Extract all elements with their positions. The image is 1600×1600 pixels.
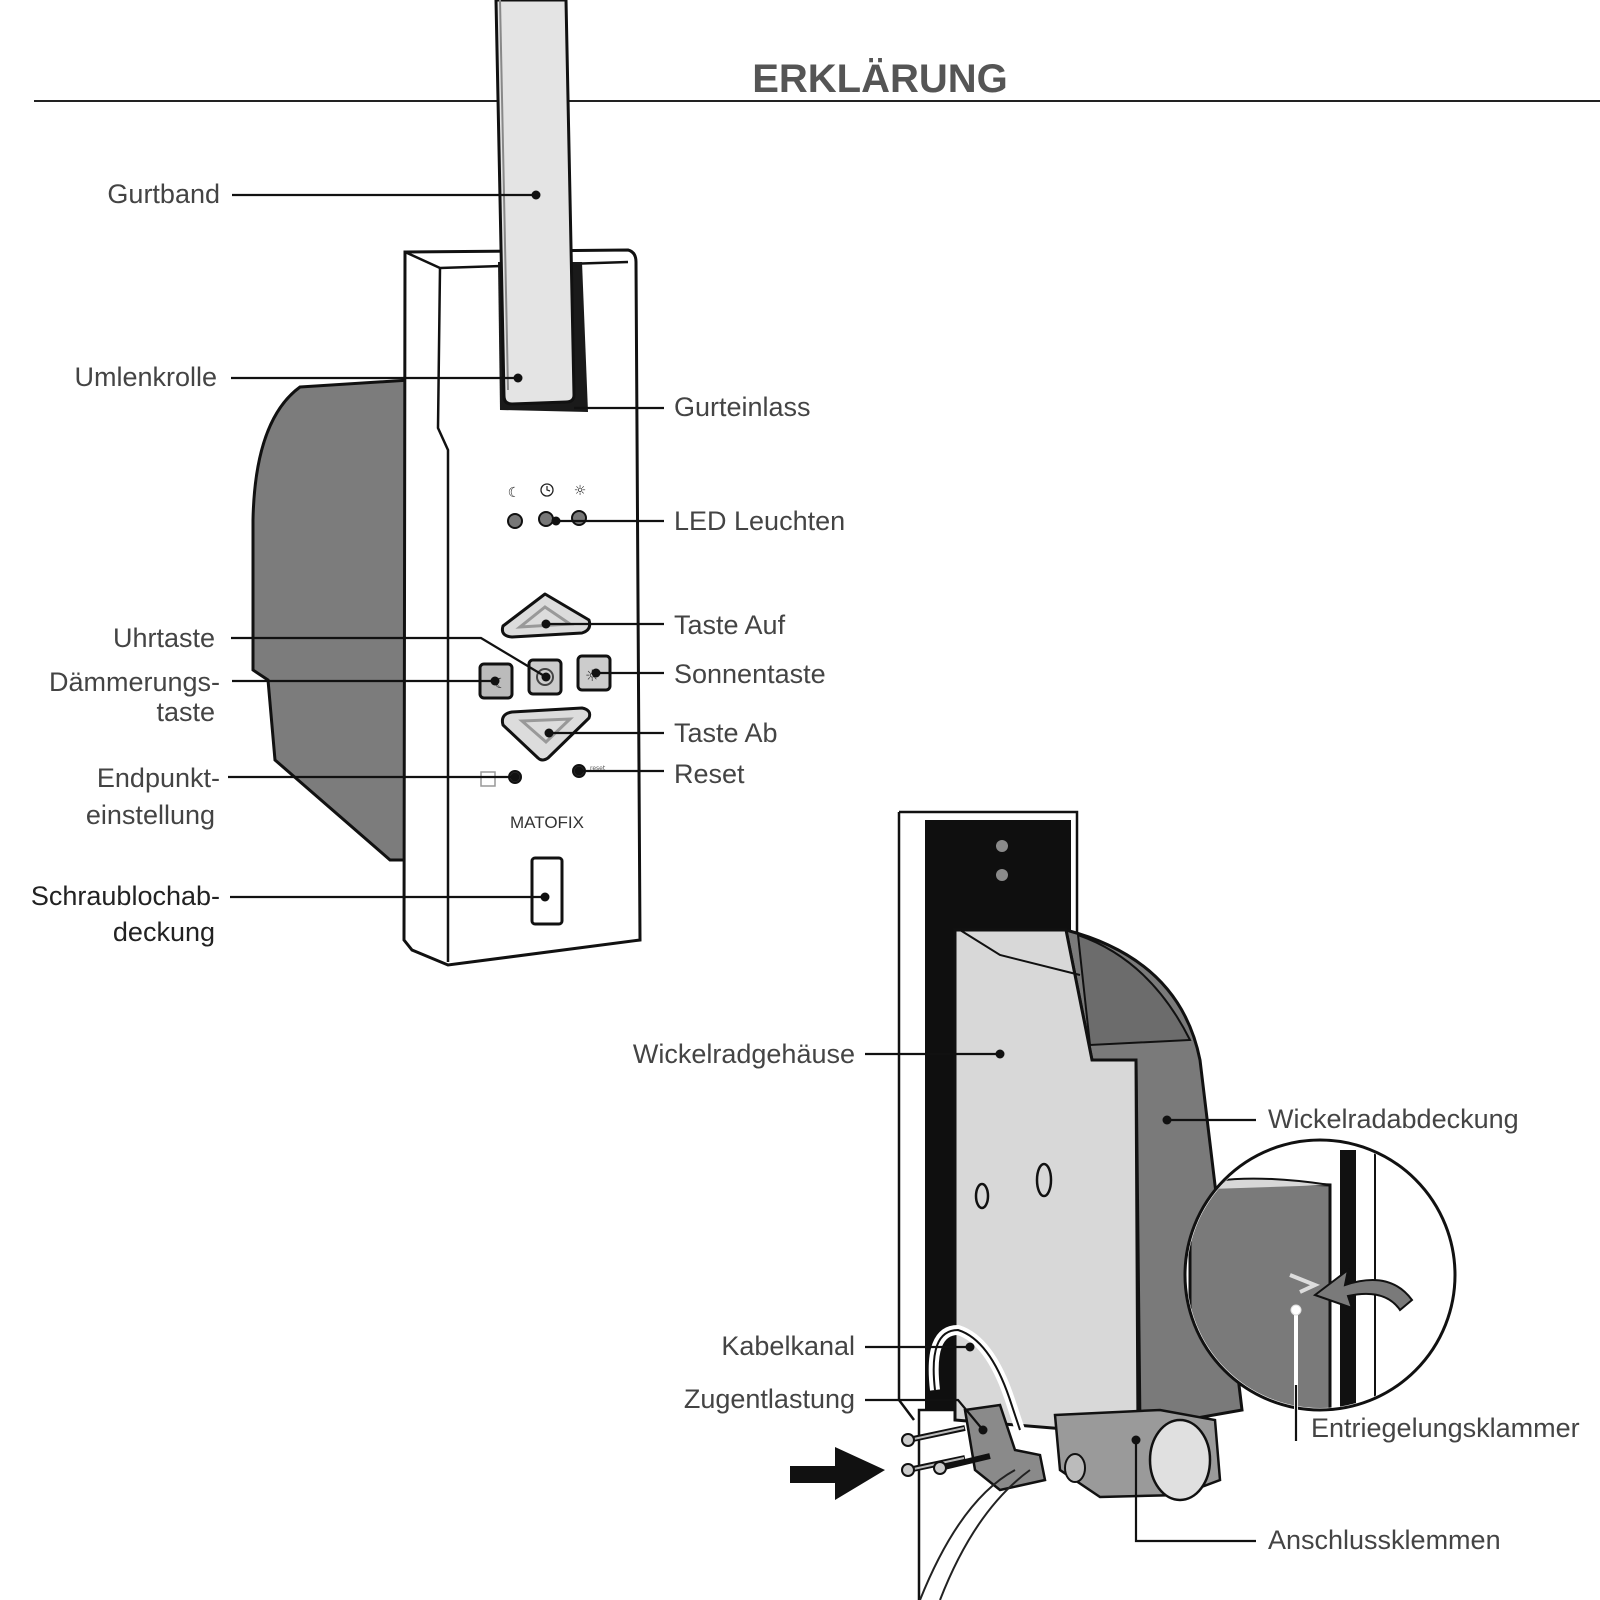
gurtband-strap (494, 0, 576, 406)
sun-icon: ☼ (574, 483, 587, 499)
insert-arrow-icon (790, 1447, 885, 1500)
label-daemmerungstaste-1: Dämmerungs- (49, 667, 220, 697)
label-kabelkanal: Kabelkanal (721, 1331, 855, 1361)
power-cable (919, 1469, 1031, 1600)
endpunkt-icon (480, 771, 496, 787)
label-endpunkt-1: Endpunkt- (97, 763, 220, 793)
device-brand: MATOFIX (510, 813, 584, 832)
screws (901, 1425, 991, 1477)
label-sonnentaste: Sonnentaste (674, 659, 826, 689)
frame-screw-bottom (996, 869, 1008, 881)
label-schraubloch-1: Schraublochab- (31, 881, 220, 911)
front-panel (402, 248, 642, 967)
curved-arrow-icon (1312, 1267, 1414, 1312)
housing-hole-2 (1035, 1162, 1053, 1198)
label-taste-ab: Taste Ab (674, 718, 778, 748)
svg-text:reset: reset (590, 765, 606, 772)
label-endpunkt-2: einstellung (86, 800, 215, 830)
label-schraubloch-2: deckung (113, 917, 215, 947)
label-umlenkrolle: Umlenkrolle (74, 362, 217, 392)
belt-winder-front: ☾ ☼ ☾ ☼ (251, 0, 642, 967)
led-moon (507, 513, 523, 529)
label-gurteinlass: Gurteinlass (674, 392, 811, 422)
label-zugentlastung: Zugentlastung (684, 1384, 855, 1414)
label-wickelradgehaeuse: Wickelradgehäuse (633, 1039, 855, 1069)
zoom-detail (1183, 1138, 1457, 1412)
moon-icon: ☾ (508, 485, 521, 501)
leader-lines-top (228, 190, 664, 902)
led-clock (538, 511, 554, 527)
label-daemmerungstaste-2: taste (156, 697, 215, 727)
label-reset: Reset (674, 759, 745, 789)
leader-lines-bottom (865, 1049, 1302, 1543)
frame-screw-top (996, 840, 1008, 852)
page-title: ERKLÄRUNG (752, 57, 1008, 101)
screw-hole-cover (530, 856, 564, 926)
rear-housing (251, 378, 412, 862)
front-panel-face (436, 267, 450, 962)
label-anschlussklemmen: Anschlussklemmen (1268, 1525, 1501, 1555)
winding-wheel (1148, 1418, 1212, 1502)
clock-icon (540, 483, 554, 497)
label-wickelradabdeckung: Wickelradabdeckung (1268, 1104, 1519, 1134)
label-uhrtaste: Uhrtaste (113, 623, 215, 653)
led-sun (571, 510, 587, 526)
label-led-leuchten: LED Leuchten (674, 506, 845, 536)
housing-hole-1 (974, 1182, 990, 1210)
label-gurtband: Gurtband (107, 179, 220, 209)
label-taste-auf: Taste Auf (674, 610, 786, 640)
label-entriegelungsklammer: Entriegelungsklammer (1311, 1413, 1580, 1443)
belt-winder-installed (790, 810, 1457, 1600)
